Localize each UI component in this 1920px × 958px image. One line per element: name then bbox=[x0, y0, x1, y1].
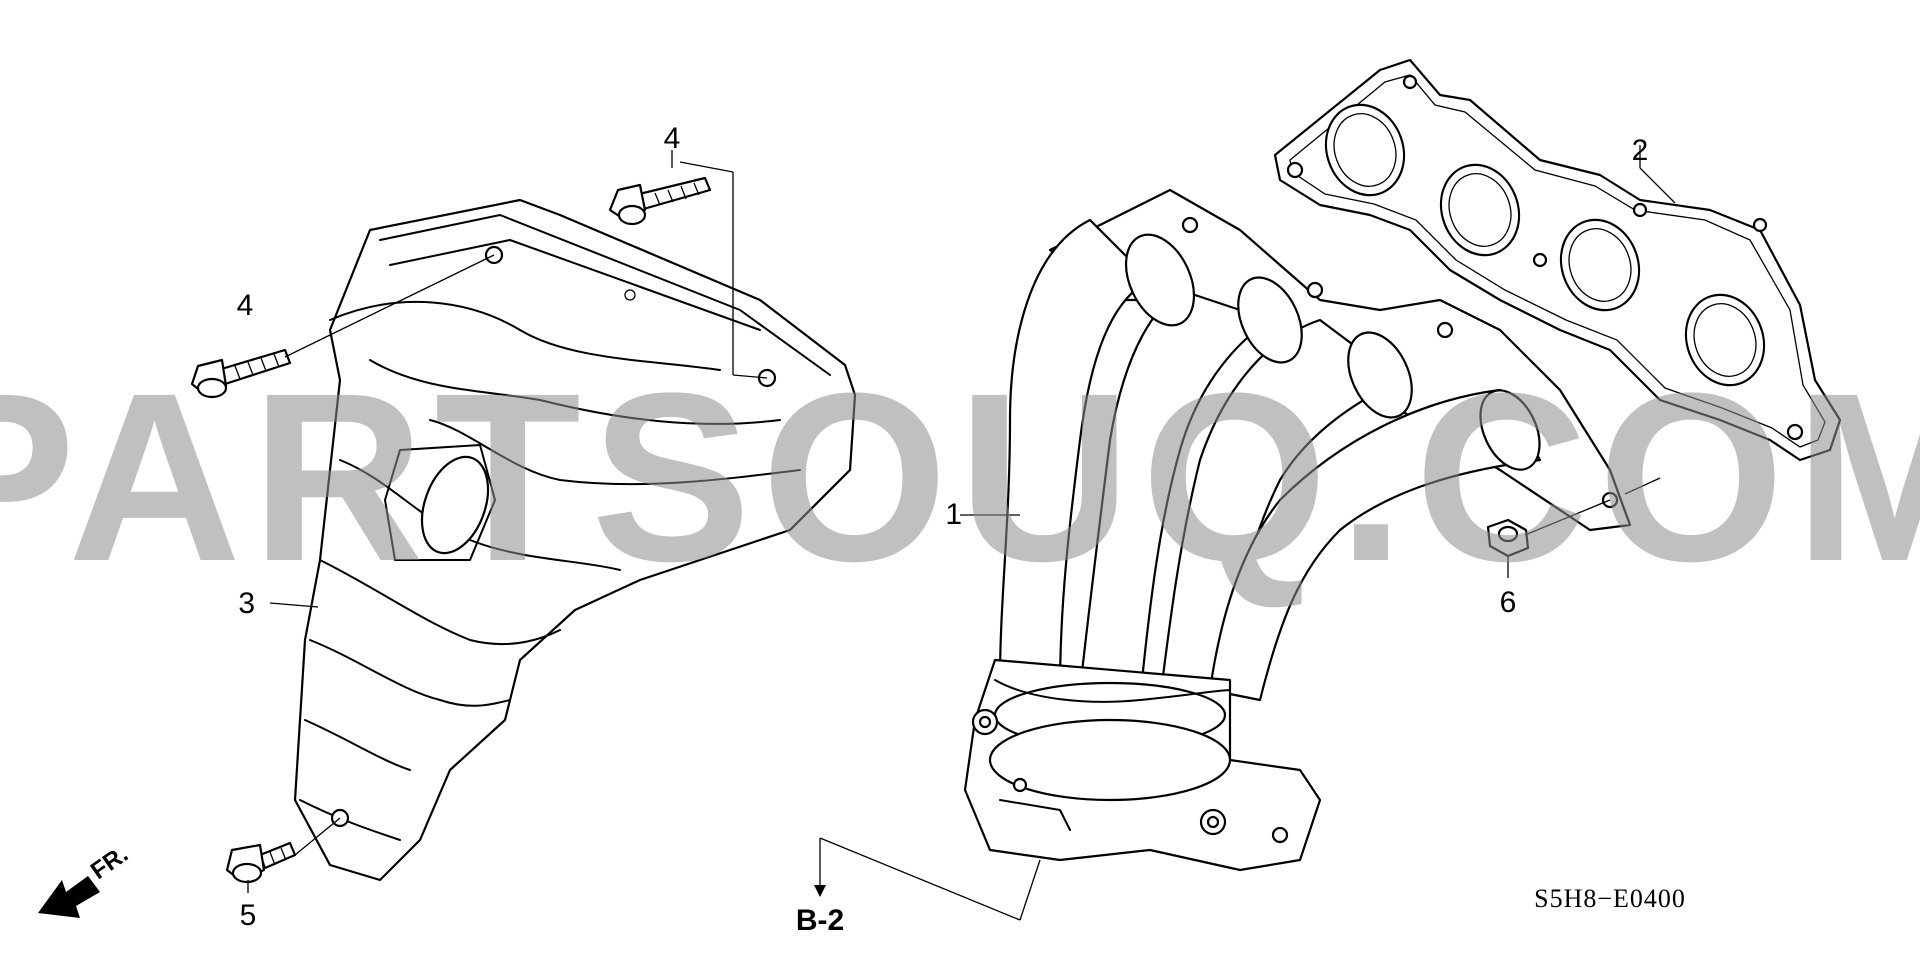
callout-4-upper[interactable]: 4 bbox=[664, 122, 681, 155]
callout-1[interactable]: 1 bbox=[945, 498, 962, 531]
callout-3[interactable]: 3 bbox=[238, 587, 255, 620]
bolt-part-4-upper[interactable] bbox=[608, 176, 712, 226]
callout-4-left[interactable]: 4 bbox=[237, 289, 254, 322]
diagram-code: S5H8−E0400 bbox=[1534, 884, 1686, 913]
gasket-part-2[interactable] bbox=[1273, 58, 1842, 462]
bolt-part-5[interactable] bbox=[225, 841, 297, 884]
front-label: FR. bbox=[86, 841, 133, 885]
watermark-text: PARTSOUQ.COM bbox=[0, 343, 1920, 611]
callout-2[interactable]: 2 bbox=[1632, 134, 1649, 167]
nut-part-6[interactable] bbox=[1486, 518, 1530, 558]
front-direction-arrow-icon bbox=[38, 876, 100, 918]
front-direction-indicator: FR. bbox=[38, 841, 133, 918]
callout-6[interactable]: 6 bbox=[1500, 586, 1517, 619]
callout-5[interactable]: 5 bbox=[240, 899, 257, 932]
bolt-part-4-left[interactable] bbox=[190, 348, 292, 399]
leader-lines bbox=[247, 145, 1676, 921]
exhaust-manifold-part-1[interactable] bbox=[963, 188, 1632, 872]
reference-arrow-icon bbox=[814, 885, 826, 897]
reference-b2-label[interactable]: B-2 bbox=[796, 904, 844, 937]
heat-shield-part-3[interactable] bbox=[293, 198, 857, 882]
